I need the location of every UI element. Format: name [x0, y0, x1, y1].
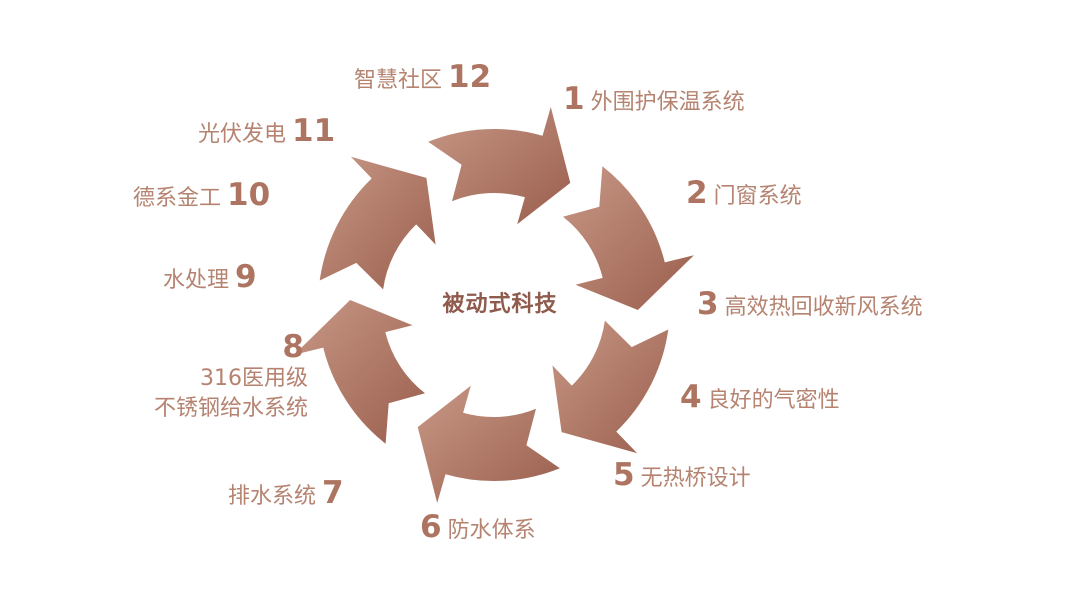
item-2: 2 门窗系统 [686, 178, 802, 212]
item-5-number: 5 [613, 457, 635, 493]
item-8-number: 8 [282, 329, 304, 365]
item-3: 3 高效热回收新风系统 [697, 289, 923, 323]
item-7-label: 排水系统 [228, 484, 317, 509]
cycle-arrow-segment [428, 107, 571, 225]
cycle-arrow-segment [319, 156, 436, 290]
item-12-number: 12 [448, 59, 492, 95]
item-10-number: 10 [227, 177, 271, 213]
item-11-number: 11 [292, 113, 336, 149]
item-9-label: 水处理 [163, 268, 230, 293]
item-8-label-line1: 316医用级 [200, 366, 308, 391]
center-title: 被动式科技 [442, 292, 558, 317]
item-1: 1 外围护保温系统 [563, 84, 745, 118]
item-3-number: 3 [697, 286, 719, 322]
item-5-label: 无热桥设计 [640, 466, 751, 491]
item-6-label: 防水体系 [447, 518, 536, 543]
item-11-label: 光伏发电 [198, 122, 287, 147]
cycle-arrow-segment [294, 300, 425, 444]
item-8: 8 316医用级 不锈钢给水系统 [80, 330, 308, 424]
item-11: 光伏发电 11 [198, 116, 335, 150]
item-1-number: 1 [563, 81, 585, 117]
cycle-arrow-segment [552, 320, 669, 454]
item-9-number: 9 [235, 259, 257, 295]
item-12-label: 智慧社区 [354, 68, 443, 93]
item-2-number: 2 [686, 175, 708, 211]
item-6-number: 6 [420, 509, 442, 545]
cycle-arrow-segment [563, 166, 694, 310]
item-9: 水处理 9 [163, 262, 257, 296]
item-7: 排水系统 7 [228, 478, 344, 512]
item-4: 4 良好的气密性 [680, 382, 840, 416]
item-7-number: 7 [322, 475, 344, 511]
item-12: 智慧社区 12 [354, 62, 491, 96]
item-4-number: 4 [680, 379, 702, 415]
item-2-label: 门窗系统 [713, 184, 802, 209]
item-10: 德系金工 10 [133, 180, 270, 214]
item-4-label: 良好的气密性 [707, 388, 840, 413]
item-10-label: 德系金工 [133, 186, 222, 211]
item-3-label: 高效热回收新风系统 [724, 295, 923, 320]
item-1-label: 外围护保温系统 [590, 90, 745, 115]
cycle-arrow-segment [417, 385, 560, 503]
item-8-label-line2: 不锈钢给水系统 [153, 396, 308, 421]
item-6: 6 防水体系 [420, 512, 536, 546]
item-5: 5 无热桥设计 [613, 460, 751, 494]
